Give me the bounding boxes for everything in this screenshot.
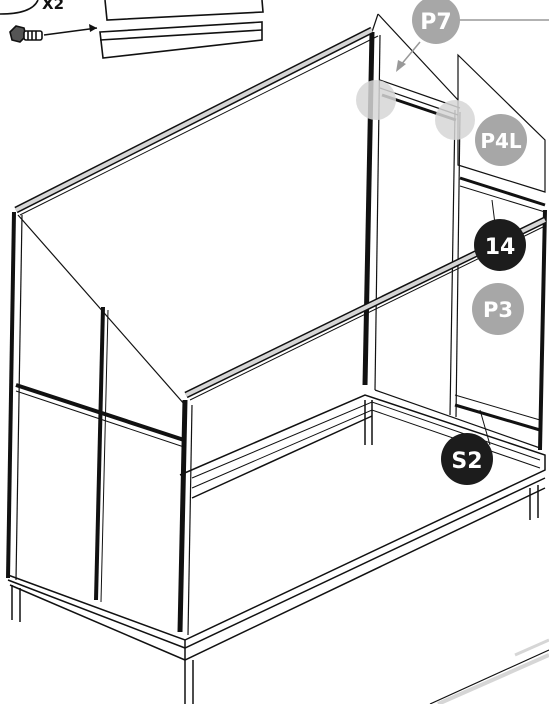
base-frame <box>7 394 546 704</box>
lower-profile <box>99 21 263 59</box>
hardware-inset: X2 <box>0 0 264 59</box>
svg-text:14: 14 <box>485 235 516 260</box>
left-end-wall <box>6 211 193 636</box>
quantity-label: X2 <box>42 0 64 13</box>
p7-leader <box>396 19 549 72</box>
highlight-circle <box>435 100 475 140</box>
callout-p3: P3 <box>472 283 524 335</box>
highlight-circle <box>356 80 396 120</box>
callout-14: 14 <box>474 219 526 271</box>
roof-ridges <box>14 26 547 401</box>
hex-bolt-icon <box>9 25 43 43</box>
right-end-wall <box>454 53 547 451</box>
upper-profile <box>104 0 264 21</box>
svg-text:P7: P7 <box>420 10 451 35</box>
partial-rail <box>429 638 549 704</box>
callout-s2: S2 <box>441 433 493 485</box>
svg-text:P3: P3 <box>483 298 513 322</box>
callout-p7: P7 <box>412 0 460 44</box>
pointer-arrow-icon <box>396 60 406 72</box>
pointer-arrow-icon <box>43 27 98 36</box>
quantity-circle <box>0 0 39 15</box>
svg-text:S2: S2 <box>451 449 482 474</box>
svg-text:P4L: P4L <box>480 129 522 153</box>
callout-p4l: P4L <box>475 114 527 166</box>
